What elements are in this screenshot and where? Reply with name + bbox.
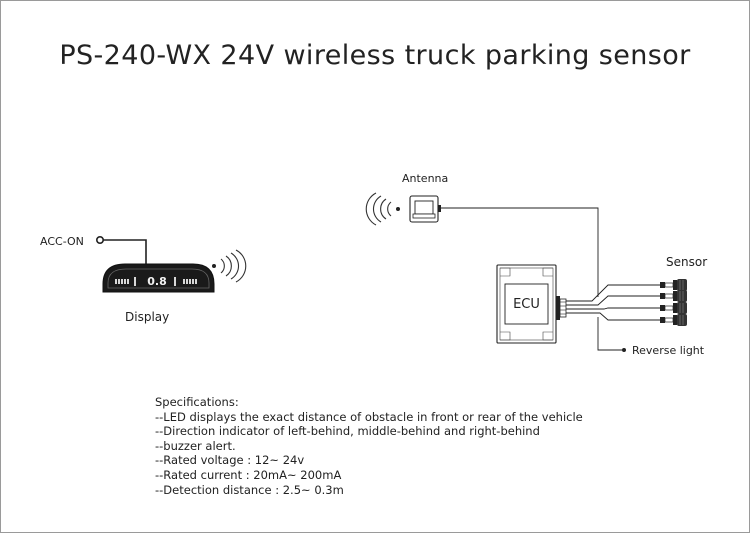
display-reading: 0.8 (147, 275, 167, 288)
spec-line: --Detection distance : 2.5~ 0.3m (155, 482, 344, 497)
specifications: Specifications: --LED displays the exact… (155, 395, 583, 497)
antenna-label: Antenna (402, 172, 449, 185)
display-right-led-bar (183, 279, 197, 284)
sensor-label: Sensor (666, 255, 708, 269)
reverse-light-wire (597, 317, 626, 352)
spec-line: --LED displays the exact distance of obs… (155, 409, 583, 424)
sensor-harness (566, 284, 660, 321)
spec-line: --Direction indicator of left-behind, mi… (155, 424, 540, 439)
acc-on-wire (96, 236, 147, 264)
spec-line: --Rated current : 20mA~ 200mA (155, 467, 342, 482)
ecu-label: ECU (513, 297, 540, 312)
spec-line: --buzzer alert. (155, 438, 236, 453)
display-wireless-icon (212, 249, 247, 283)
sensor-icon (660, 290, 687, 302)
specifications-heading: Specifications: (155, 395, 239, 409)
display-unit: 0.8 (102, 263, 215, 293)
spec-line: --Rated voltage : 12~ 24v (155, 453, 305, 468)
antenna-wireless-icon (365, 192, 400, 226)
ecu-unit: ECU (496, 264, 567, 344)
display-label: Display (125, 310, 170, 324)
display-middle-led (174, 277, 176, 286)
sensor-icon (660, 314, 687, 326)
antenna-wire (441, 207, 599, 297)
sensor-icon (660, 302, 687, 314)
page-title: PS-240-WX 24V wireless truck parking sen… (59, 40, 691, 71)
reverse-light-label: Reverse light (632, 344, 705, 357)
acc-on-label: ACC-ON (40, 235, 84, 248)
antenna-unit (409, 195, 441, 223)
sensor-icon (660, 279, 687, 291)
display-left-led-bar (115, 279, 129, 284)
display-middle-led (134, 277, 136, 286)
